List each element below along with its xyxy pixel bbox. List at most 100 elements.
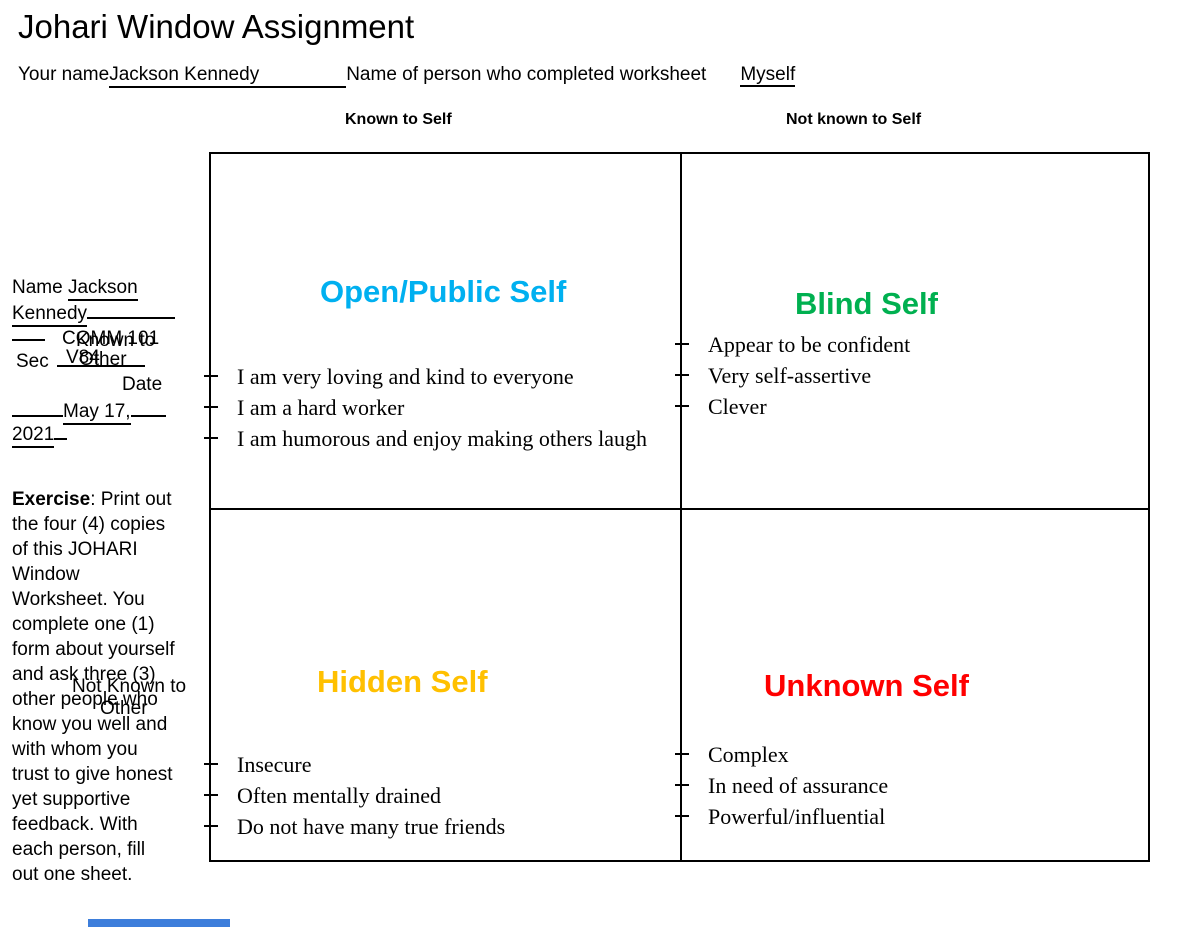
dash-bullet-icon [675, 815, 689, 817]
exercise-line: each person, fill [12, 839, 146, 860]
exercise-paragraph: Exercise: Print out the four (4) copies … [12, 487, 175, 887]
hidden-self-title: Hidden Self [317, 664, 488, 699]
dash-bullet-icon [675, 374, 689, 376]
date-value-line2-row: 2021 [12, 421, 68, 448]
dash-bullet-icon [675, 343, 689, 345]
list-item-text: Do not have many true friends [237, 814, 506, 839]
name-value-line1: Jackson [67, 277, 138, 301]
known-to-other-label-line1: Known to [76, 330, 156, 351]
completed-by-label: Name of person who completed worksheet [346, 64, 707, 85]
exercise-line: complete one (1) [12, 614, 155, 635]
unknown-self-list: Complex In need of assurance Powerful/in… [675, 739, 1138, 832]
blank-underline [54, 421, 68, 440]
dash-bullet-icon [675, 784, 689, 786]
exercise-line1-rest: : Print out [90, 489, 172, 510]
date-value-line2: 2021 [12, 424, 55, 448]
page-title: Johari Window Assignment [18, 8, 415, 45]
list-item-text: Appear to be confident [708, 332, 911, 357]
name-value-line2: Kennedy [12, 303, 88, 327]
list-item: Insecure [204, 749, 667, 780]
list-item: Powerful/influential [675, 801, 1138, 832]
list-item: Complex [675, 739, 1138, 770]
exercise-line: of this JOHARI [12, 539, 138, 560]
exercise-line: Worksheet. You [12, 589, 145, 610]
list-item-text: I am very loving and kind to everyone [237, 364, 574, 389]
course-value: COMM 101 [62, 328, 160, 349]
exercise-line: know you well and [12, 714, 168, 735]
exercise-line: the four (4) copies [12, 514, 166, 535]
dash-bullet-icon [204, 437, 218, 439]
list-item: Very self-assertive [675, 360, 1138, 391]
list-item: I am humorous and enjoy making others la… [204, 423, 672, 454]
blank-underline [56, 348, 145, 367]
exercise-line: yet supportive [12, 789, 131, 810]
list-item: Do not have many true friends [204, 811, 667, 842]
list-item-text: Insecure [237, 752, 312, 777]
dash-bullet-icon [204, 375, 218, 377]
list-item: In need of assurance [675, 770, 1138, 801]
not-known-to-other-label-line2: Other [100, 698, 148, 719]
exercise-line: and ask three (3) [12, 664, 156, 685]
list-item-text: Very self-assertive [708, 363, 872, 388]
list-item-text: I am a hard worker [237, 395, 405, 420]
list-item: I am a hard worker [204, 392, 672, 423]
date-value-line1-row: May 17, [12, 398, 166, 425]
exercise-line: out one sheet. [12, 864, 133, 885]
list-item-text: In need of assurance [708, 773, 889, 798]
grid-horizontal-divider [211, 508, 1148, 510]
name-label: Name [12, 277, 63, 298]
dash-bullet-icon [204, 794, 218, 796]
dash-bullet-icon [675, 405, 689, 407]
list-item: I am very loving and kind to everyone [204, 361, 672, 392]
date-value-line1: May 17, [63, 401, 131, 425]
exercise-label: Exercise [12, 489, 91, 510]
unknown-self-title: Unknown Self [764, 668, 969, 703]
grid-vertical-divider [680, 154, 682, 860]
blank-underline [130, 398, 166, 417]
dash-bullet-icon [204, 825, 218, 827]
hidden-self-list: Insecure Often mentally drained Do not h… [204, 749, 667, 842]
bottom-blue-bar [88, 919, 230, 927]
list-item-text: Complex [708, 742, 789, 767]
name-field: Name Jackson [12, 277, 138, 301]
blank-underline [12, 322, 45, 341]
list-item-text: Powerful/influential [708, 804, 886, 829]
known-to-other-label-line2: Other [79, 349, 127, 370]
list-item-text: I am humorous and enjoy making others la… [237, 426, 647, 451]
completed-by-value: Myself [740, 64, 796, 87]
blank-underline [87, 300, 176, 319]
dash-bullet-icon [204, 406, 218, 408]
list-item-text: Clever [708, 394, 767, 419]
open-public-self-list: I am very loving and kind to everyone I … [204, 361, 672, 454]
exercise-line: Window [12, 564, 80, 585]
name-field-line3 [12, 322, 45, 347]
sec-value: V84 [66, 347, 100, 368]
open-public-self-title: Open/Public Self [320, 274, 567, 309]
blind-self-list: Appear to be confident Very self-asserti… [675, 329, 1138, 422]
dash-bullet-icon [675, 753, 689, 755]
list-item: Appear to be confident [675, 329, 1138, 360]
list-item: Clever [675, 391, 1138, 422]
dash-bullet-icon [204, 763, 218, 765]
blind-self-title: Blind Self [795, 286, 938, 321]
exercise-line: form about yourself [12, 639, 175, 660]
exercise-line: feedback. With [12, 814, 138, 835]
exercise-line: with whom you [12, 739, 138, 760]
known-to-self-label: Known to Self [345, 111, 452, 128]
name-field-line2: Kennedy [12, 300, 176, 327]
johari-grid [209, 152, 1150, 862]
not-known-to-other-label-line1: Not Known to [72, 676, 187, 697]
not-known-to-self-label: Not known to Self [786, 111, 922, 128]
exercise-line: other people who [12, 689, 158, 710]
date-label: Date [122, 374, 163, 395]
sec-label: Sec [16, 351, 49, 372]
exercise-line: Exercise: Print out [12, 487, 175, 512]
your-name-value: Jackson Kennedy [109, 64, 347, 88]
your-name-label: Your name [18, 64, 110, 85]
blank-underline [12, 398, 63, 417]
sec-field: Sec [16, 348, 145, 373]
list-item: Often mentally drained [204, 780, 667, 811]
exercise-line: trust to give honest [12, 764, 173, 785]
